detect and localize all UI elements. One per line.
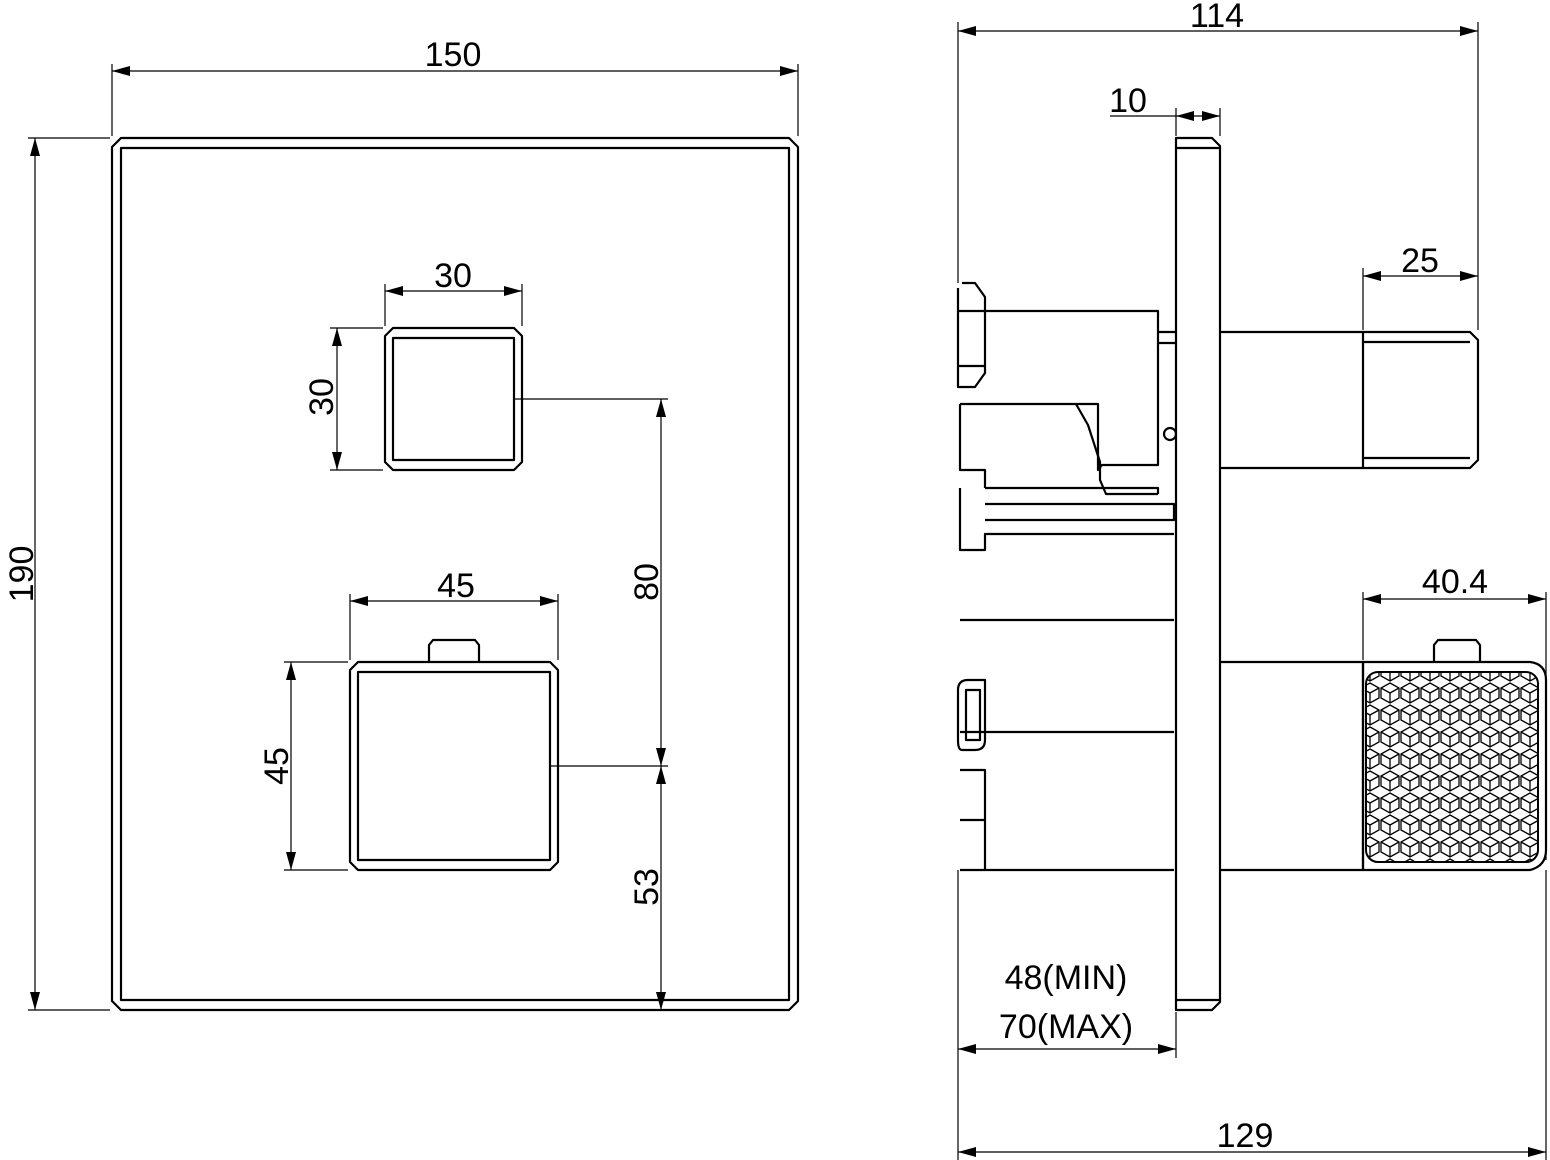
dim-small-knob-depth: 25 <box>1401 242 1439 280</box>
dim-large-knob-depth: 40.4 <box>1422 563 1488 601</box>
valve-body <box>956 281 1178 872</box>
side-arrowheads <box>958 26 1546 1157</box>
front-dimension-lines <box>34 70 798 1010</box>
small-knob <box>383 326 524 472</box>
dim-large-knob-width: 45 <box>437 567 475 605</box>
dim-small-knob-width: 30 <box>434 257 472 295</box>
side-dimension-lines <box>958 30 1546 1153</box>
front-extension-lines <box>28 64 799 1011</box>
large-knob <box>348 660 560 872</box>
knurled-grip <box>1365 671 1539 863</box>
dim-front-height: 190 <box>3 546 41 603</box>
side-wall-plate <box>1174 136 1222 1012</box>
large-knob-tab <box>427 638 481 662</box>
dim-front-width: 150 <box>425 36 482 74</box>
dim-body-depth-max: 70(MAX) <box>999 1008 1133 1046</box>
dim-knob-spacing: 80 <box>628 563 666 601</box>
side-extension-lines <box>957 22 1547 1160</box>
dim-small-knob-height: 30 <box>303 378 341 416</box>
front-arrowheads <box>30 66 798 1010</box>
dim-body-depth-min: 48(MIN) <box>1005 959 1128 997</box>
front-cover-plate <box>110 136 800 1012</box>
small-knob-inner <box>391 336 516 462</box>
front-cover-plate-inner <box>119 146 791 1002</box>
dim-bottom-offset: 53 <box>628 868 666 906</box>
dim-overall-depth: 129 <box>1217 1117 1274 1155</box>
side-view: 114 10 25 40.4 48(MIN) 70(MAX) 129 <box>956 0 1548 1160</box>
dim-side-total-depth: 114 <box>1190 0 1244 35</box>
side-small-knob <box>1220 330 1480 470</box>
side-large-knob <box>1220 638 1548 872</box>
dim-plate-thickness: 10 <box>1109 82 1147 120</box>
dim-large-knob-height: 45 <box>258 747 296 785</box>
front-view: 150 190 30 30 45 45 80 53 <box>3 36 800 1012</box>
large-knob-inner <box>356 670 552 862</box>
